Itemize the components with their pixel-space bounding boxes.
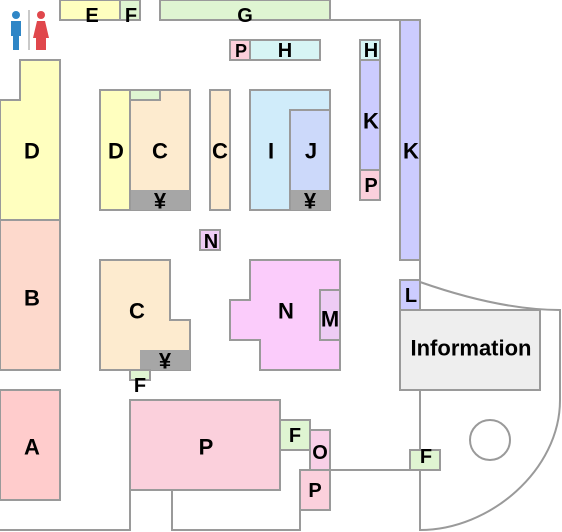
- zone-p-south-label: P: [308, 480, 321, 502]
- zone-n-label: N: [278, 299, 294, 324]
- zone-p-north[interactable]: P: [229, 39, 251, 61]
- zone-f-north-label: F: [125, 5, 137, 27]
- zone-c-north-area[interactable]: [129, 89, 191, 211]
- zone-f-o[interactable]: F: [279, 419, 311, 451]
- atm-1-area[interactable]: [131, 190, 190, 210]
- zone-d-west[interactable]: D: [0, 59, 61, 221]
- zone-k-inner-label: K: [363, 109, 379, 134]
- zone-g-area[interactable]: [159, 0, 331, 21]
- zone-h-north-label: H: [278, 40, 292, 62]
- zone-h-east-label: H: [364, 40, 378, 62]
- zone-o-label: O: [312, 442, 328, 464]
- zone-m-label: M: [321, 307, 339, 332]
- zone-l-label: L: [405, 285, 417, 307]
- information-area[interactable]: [399, 309, 541, 391]
- zone-d-center-area[interactable]: [99, 89, 131, 211]
- zone-p-main-area[interactable]: [129, 399, 281, 491]
- pillar-circle: [469, 419, 511, 461]
- zone-f-c-area[interactable]: [129, 369, 151, 381]
- zone-f-c-label: F: [134, 375, 146, 397]
- zone-p-south[interactable]: P: [299, 469, 331, 511]
- zone-p-k-label: P: [364, 175, 377, 197]
- zone-d-center[interactable]: D: [99, 89, 131, 211]
- zone-p-k[interactable]: P: [359, 169, 381, 201]
- zone-i-label: I: [268, 139, 274, 164]
- zone-f-east-label: F: [420, 446, 432, 468]
- zone-h-north-area[interactable]: [249, 39, 321, 61]
- zone-k-east-label: K: [403, 139, 419, 164]
- zone-g[interactable]: G: [159, 0, 331, 27]
- atm-2-area[interactable]: [291, 190, 330, 210]
- zone-m-area[interactable]: [319, 289, 341, 341]
- yen-icon: ¥: [304, 189, 317, 214]
- zone-m[interactable]: M: [319, 289, 341, 341]
- zone-c-narrow-area[interactable]: [209, 89, 231, 211]
- zone-f-o-label: F: [289, 425, 301, 447]
- zone-n-small[interactable]: N: [199, 229, 221, 253]
- zone-c-south-label: C: [129, 299, 145, 324]
- zone-c-north-label: C: [152, 139, 168, 164]
- information-desk[interactable]: Information: [399, 309, 541, 391]
- zone-a-label: A: [24, 435, 40, 460]
- zone-f-east-area[interactable]: [409, 449, 441, 471]
- zone-p-north-label: P: [235, 41, 247, 61]
- zone-a[interactable]: A: [0, 389, 61, 501]
- zone-p-main[interactable]: P: [129, 399, 281, 491]
- zone-d-center-label: D: [108, 139, 124, 164]
- atm-3-area[interactable]: [140, 350, 190, 370]
- zone-f-c[interactable]: F: [129, 369, 151, 397]
- zone-f-o-area[interactable]: [279, 419, 311, 451]
- zone-n-small-label: N: [204, 231, 218, 253]
- zone-j-label: J: [305, 139, 317, 164]
- restroom-icon: [11, 10, 49, 50]
- zone-e-label: E: [85, 5, 98, 27]
- information-label: Information: [411, 336, 532, 361]
- zone-c-narrow[interactable]: C: [209, 89, 231, 211]
- zone-p-main-label: P: [199, 435, 214, 460]
- zone-f-north[interactable]: F: [119, 0, 141, 27]
- zone-f-east[interactable]: F: [409, 446, 441, 471]
- zone-b-label: B: [24, 286, 40, 311]
- zone-c-south[interactable]: C: [99, 259, 191, 371]
- zone-k-inner[interactable]: K: [359, 59, 381, 171]
- zone-f-strip-area[interactable]: [129, 89, 161, 101]
- zone-f-north-area[interactable]: [119, 0, 141, 21]
- zone-d-west-label: D: [24, 139, 40, 164]
- atm-1[interactable]: ¥: [131, 189, 190, 214]
- zone-c-narrow-label: C: [212, 139, 228, 164]
- zone-p-south-area[interactable]: [299, 469, 331, 511]
- yen-icon: ¥: [159, 349, 172, 374]
- zone-h-east[interactable]: H: [359, 39, 381, 62]
- zone-k-east-area[interactable]: [399, 19, 421, 261]
- zone-a-area[interactable]: [0, 389, 61, 501]
- zone-h-north[interactable]: H: [249, 39, 321, 62]
- zone-p-k-area[interactable]: [359, 169, 381, 201]
- zone-l[interactable]: L: [399, 279, 421, 311]
- zone-b-area[interactable]: [0, 219, 61, 371]
- zone-k-east[interactable]: K: [399, 19, 421, 261]
- atm-3[interactable]: ¥: [140, 349, 190, 374]
- zone-g-label: G: [237, 5, 253, 27]
- zone-c-north[interactable]: C: [129, 89, 191, 211]
- zone-e[interactable]: E: [59, 0, 121, 27]
- zone-n-small-area[interactable]: [199, 229, 221, 251]
- zone-c-south-area[interactable]: [99, 259, 191, 371]
- zone-o[interactable]: O: [309, 429, 331, 471]
- atm-2[interactable]: ¥: [291, 189, 330, 214]
- zone-b[interactable]: B: [0, 219, 61, 371]
- zone-f-strip[interactable]: [129, 89, 161, 101]
- zone-d-west-area[interactable]: [0, 59, 61, 221]
- yen-icon: ¥: [154, 189, 167, 214]
